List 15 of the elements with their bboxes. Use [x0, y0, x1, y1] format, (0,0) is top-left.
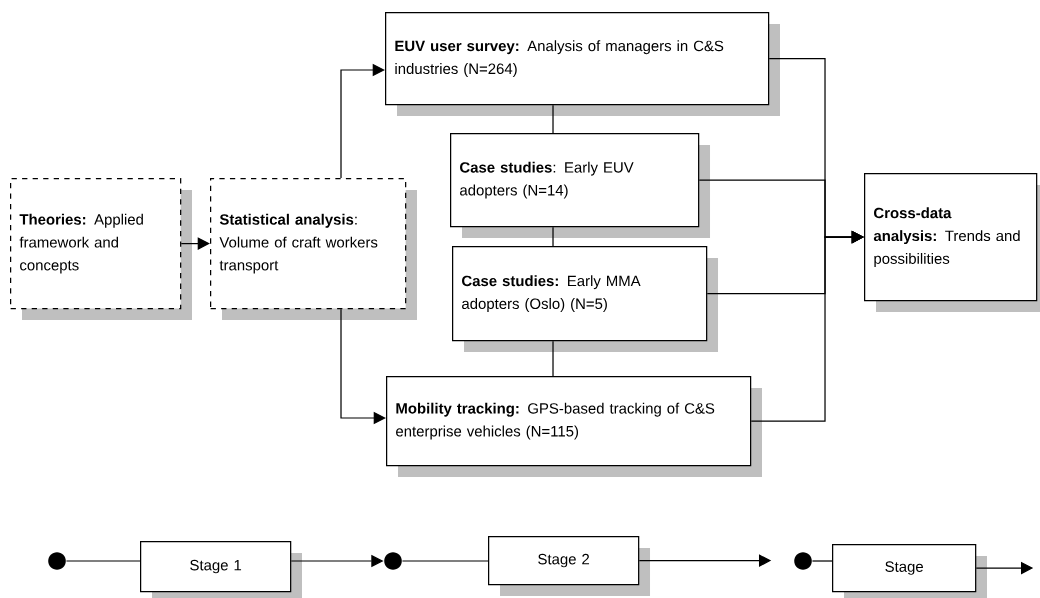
- process-box: Case studies: Early MMA adopters (Oslo) (N=5): [452, 246, 718, 352]
- stage-box: Stage 1: [140, 541, 302, 598]
- arrow: [750, 230, 864, 422]
- dot: [48, 552, 66, 570]
- dashed-box: Statistical analysis: Volume of craft workers transport: [210, 178, 417, 320]
- stage-box: Stage: [832, 544, 987, 598]
- arrow: [340, 63, 385, 179]
- process-box: Mobility tracking: GPS-based tracking of C&S enterprise vehicles (N=115): [386, 376, 762, 477]
- arrow: [180, 237, 210, 250]
- dot: [794, 552, 812, 570]
- dashed-box: Theories: Applied framework and concepts: [10, 178, 192, 320]
- stage-box: Stage 2: [488, 536, 650, 596]
- process-box: Cross-data analysis: Trends and possibilities: [864, 173, 1040, 312]
- process-box: EUV user survey: Analysis of managers in C&S industries (N=264): [385, 12, 780, 116]
- process-box: Case studies: Early EUV adopters (N=14): [450, 133, 710, 238]
